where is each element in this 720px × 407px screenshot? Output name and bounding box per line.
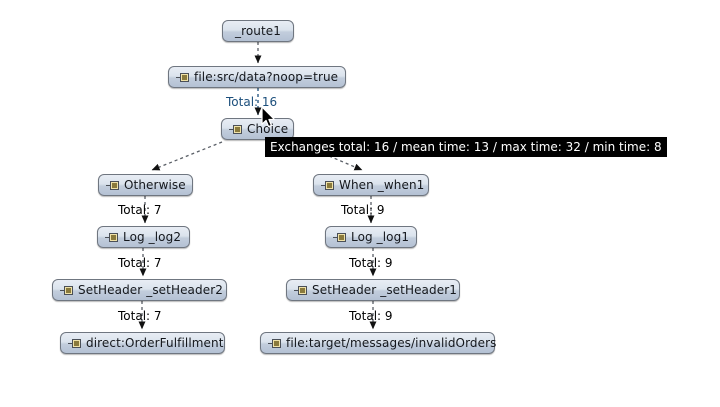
- edge-label-log2-total: Total: 7: [118, 256, 162, 270]
- node-route1[interactable]: _route1: [222, 20, 294, 42]
- node-from-file[interactable]: file:src/data?noop=true: [168, 66, 346, 88]
- tree-expander-icon[interactable]: [60, 285, 73, 295]
- edge-label-setheader1-total: Total: 9: [349, 309, 393, 323]
- edge-label-setheader2-total: Total: 7: [118, 309, 162, 323]
- node-log-log1[interactable]: Log _log1: [325, 226, 417, 248]
- node-log-log2[interactable]: Log _log2: [97, 226, 190, 248]
- node-label: file:target/messages/invalidOrders: [286, 336, 497, 350]
- metrics-tooltip: Exchanges total: 16 / mean time: 13 / ma…: [265, 137, 667, 157]
- metrics-tooltip-text: Exchanges total: 16 / mean time: 13 / ma…: [270, 140, 662, 154]
- tree-expander-icon[interactable]: [176, 72, 189, 82]
- tree-expander-icon[interactable]: [333, 232, 346, 242]
- tree-expander-icon[interactable]: [294, 285, 307, 295]
- node-label: Choice: [247, 122, 289, 136]
- edge-label-total-16: Total: 16: [226, 95, 278, 109]
- edge-choice-to-otherwise: [151, 141, 223, 171]
- tree-expander-icon[interactable]: [229, 124, 242, 134]
- node-direct-orderfulfillment[interactable]: direct:OrderFulfillment: [60, 332, 225, 354]
- edge-label-otherwise-total: Total: 7: [118, 203, 162, 217]
- node-choice[interactable]: Choice: [221, 118, 294, 140]
- tree-expander-icon[interactable]: [106, 180, 119, 190]
- node-label: direct:OrderFulfillment: [86, 336, 224, 350]
- tree-expander-icon[interactable]: [268, 338, 281, 348]
- node-when-when1[interactable]: When _when1: [313, 174, 429, 196]
- edge-label-when-total: Total: 9: [341, 203, 385, 217]
- tree-expander-icon[interactable]: [321, 180, 334, 190]
- node-label: SetHeader _setHeader2: [78, 283, 223, 297]
- node-file-invalidorders[interactable]: file:target/messages/invalidOrders: [260, 332, 497, 354]
- node-label: When _when1: [339, 178, 425, 192]
- node-label: Otherwise: [124, 178, 186, 192]
- edge-label-log1-total: Total: 9: [349, 256, 393, 270]
- node-label: SetHeader _setHeader1: [312, 283, 457, 297]
- node-label: _route1: [234, 24, 282, 38]
- node-label: Log _log2: [123, 230, 182, 244]
- node-label: file:src/data?noop=true: [194, 70, 339, 84]
- node-setheader1[interactable]: SetHeader _setHeader1: [286, 279, 460, 301]
- node-setheader2[interactable]: SetHeader _setHeader2: [52, 279, 227, 301]
- node-otherwise[interactable]: Otherwise: [98, 174, 193, 196]
- node-label: Log _log1: [351, 230, 410, 244]
- tree-expander-icon[interactable]: [68, 338, 81, 348]
- tree-expander-icon[interactable]: [105, 232, 118, 242]
